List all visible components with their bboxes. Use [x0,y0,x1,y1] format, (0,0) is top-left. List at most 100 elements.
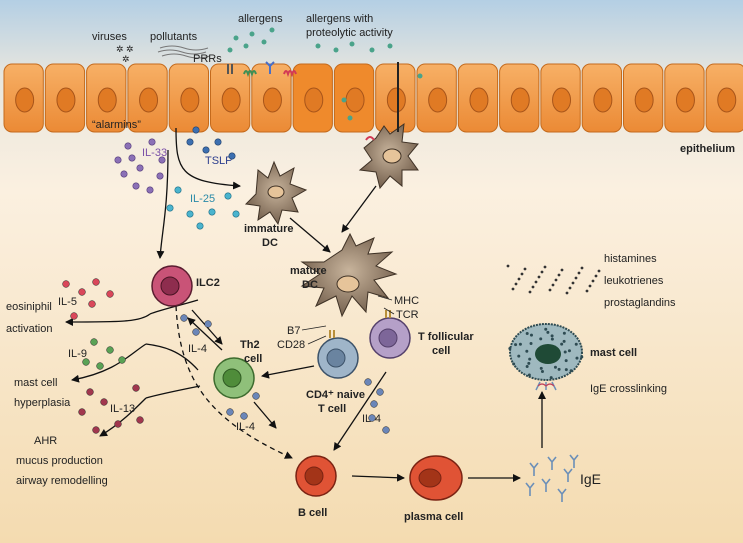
arrow-to-mast-hyperplasia [71,343,147,383]
mediator-particle [554,278,558,282]
il4-label-a: IL-4 [188,343,207,355]
b7-label: B7 [287,325,300,337]
ige-antibody [569,454,579,468]
allergens-label: allergens [238,13,283,25]
il9-dot [118,356,126,364]
ige-antibody [557,488,567,502]
granule [564,368,568,372]
arrow-alarmins-to-immature-dc [175,127,241,190]
il4-dot [240,412,248,420]
ige-antibodies [525,454,579,502]
il33-dot [156,172,164,180]
il4-dot [252,392,260,400]
mediator-particles [506,264,601,295]
arrow-alarmins-to-ilc2 [156,149,169,259]
mediator-particle [517,277,521,281]
b-cell-label: B cell [298,507,327,519]
il4-dot [382,426,390,434]
epithelial-nucleus [675,87,695,113]
t-follicular-cell [369,310,411,359]
il33-dot [148,138,156,146]
eosinophil-label-2: activation [6,323,52,335]
epithelial-nucleus [180,87,200,113]
il5-dot [78,288,86,296]
mast-hyperplasia-label-1: mast cell [14,377,57,389]
mast-cell-label: mast cell [590,347,637,359]
th2-cell [213,357,255,399]
mediator-particle [560,268,564,272]
granule [557,367,561,371]
il25-dot [208,208,216,216]
granule [562,331,566,335]
granule [546,330,550,334]
granule [512,362,516,366]
proteolytic-allergen-particles [315,41,423,121]
arrows [65,127,546,482]
il33-dot [146,186,154,194]
il5-dot [106,290,114,298]
virus-icon: ✲ ✲ [116,44,134,54]
mediator-particle [540,270,544,274]
granule [564,359,568,363]
ige-antibody [547,456,557,470]
arrow-naive-to-th2 [261,365,315,379]
granule [527,373,531,377]
t-follicular-label-1: T follicular [418,331,474,343]
mediator-particle [551,283,555,287]
epithelial-nucleus [510,87,530,113]
ilc2-cell [151,265,193,307]
il5-dot [88,300,96,308]
granule [525,365,529,369]
histamines-label: histamines [604,253,657,265]
il13-dot [92,426,100,434]
mediator-particle [548,288,552,292]
il25-dot [174,186,182,194]
arrow-ilc2-to-bcell-dashed [175,305,293,459]
il4-dot [226,408,234,416]
tcr-label: TCR [396,309,419,321]
il33-dot [128,154,136,162]
branch-mast [145,343,199,371]
il25-dot [186,210,194,218]
il9-dot [96,362,104,370]
cd4-naive-label-1: CD4⁺ naive [306,389,365,401]
granule [525,349,529,353]
arrow-dc-to-mature-dc [341,185,377,233]
il33-dot [136,164,144,172]
receptor-leader-lines [301,295,395,345]
arrow-to-eosinophil [65,313,151,326]
mediator-particle [511,287,515,291]
alarmin-cytokine-dots [114,126,240,230]
mature-dc-label-1: mature [290,265,327,277]
mediator-particle [580,266,584,270]
il33-dot [158,156,166,164]
il13-dot [136,416,144,424]
pollutants-label: pollutants [150,31,198,43]
epithelial-nucleus [593,87,613,113]
virus-particles: ✲ ✲ ✲ [116,44,134,64]
branch-eos [149,299,199,315]
granule [562,339,566,343]
il5-label: IL-5 [58,296,77,308]
granule [550,337,554,341]
tslp-dot [192,126,200,134]
allergens-proteolytic-label-1: allergens with [306,13,373,25]
il13-dot [114,420,122,428]
il13-dot [78,408,86,416]
plasma-cell-label: plasma cell [404,511,463,523]
arrow-bcell-to-plasma [351,473,405,482]
il25-label: IL-25 [190,193,215,205]
th2-label-2: cell [244,353,262,365]
epithelial-nucleus [428,87,448,113]
virus-icon-2: ✲ [122,54,130,64]
mast-cell-granules [508,327,584,380]
tslp-label: TSLP [205,155,233,167]
cd4-naive-t-cell [317,330,359,379]
immature-dc-label-1: immature [244,223,294,235]
ige-antibody [525,482,535,496]
t-follicular-label-2: cell [432,345,450,357]
ige-label: IgE [580,471,601,487]
granule [569,369,573,373]
th2-label-1: Th2 [240,339,260,351]
